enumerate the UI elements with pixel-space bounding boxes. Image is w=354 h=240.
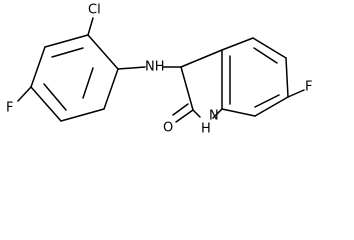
atom-nh-ring-h: H <box>201 122 211 137</box>
bond <box>285 57 289 98</box>
bond-inner <box>254 94 280 108</box>
bond-f-right <box>287 89 305 98</box>
bond-carbonyl-2 <box>172 103 189 116</box>
bond-carbonyl <box>175 109 194 123</box>
bond <box>221 108 256 117</box>
atom-nh-amine: NH <box>145 60 165 75</box>
bond-nh <box>117 66 146 70</box>
atom-labels: Cl F NH F O H N <box>6 3 312 137</box>
bond <box>254 96 289 117</box>
atom-o: O <box>163 121 173 136</box>
bond <box>252 37 287 59</box>
bond <box>44 34 89 48</box>
bond <box>103 68 119 110</box>
bond <box>221 37 254 51</box>
bond-f-left <box>17 86 32 102</box>
bond <box>60 108 105 122</box>
atom-cl: Cl <box>88 3 101 18</box>
bond <box>87 34 119 70</box>
bond-cl <box>87 17 94 36</box>
bonds <box>17 17 305 123</box>
bond <box>180 66 194 111</box>
bond-inner <box>82 67 94 99</box>
bond <box>30 86 62 122</box>
bond <box>192 109 201 118</box>
bond-inner <box>51 47 84 58</box>
bond-inner <box>253 47 278 64</box>
bond-inner <box>43 83 67 111</box>
atom-nh-ring-n: N <box>209 109 219 124</box>
molecule-structure: Cl F NH F O H N <box>6 3 312 137</box>
atom-f-right: F <box>305 80 312 95</box>
bond <box>212 108 223 119</box>
atom-f-left: F <box>6 101 13 116</box>
bond <box>180 49 223 68</box>
bond <box>30 46 46 88</box>
